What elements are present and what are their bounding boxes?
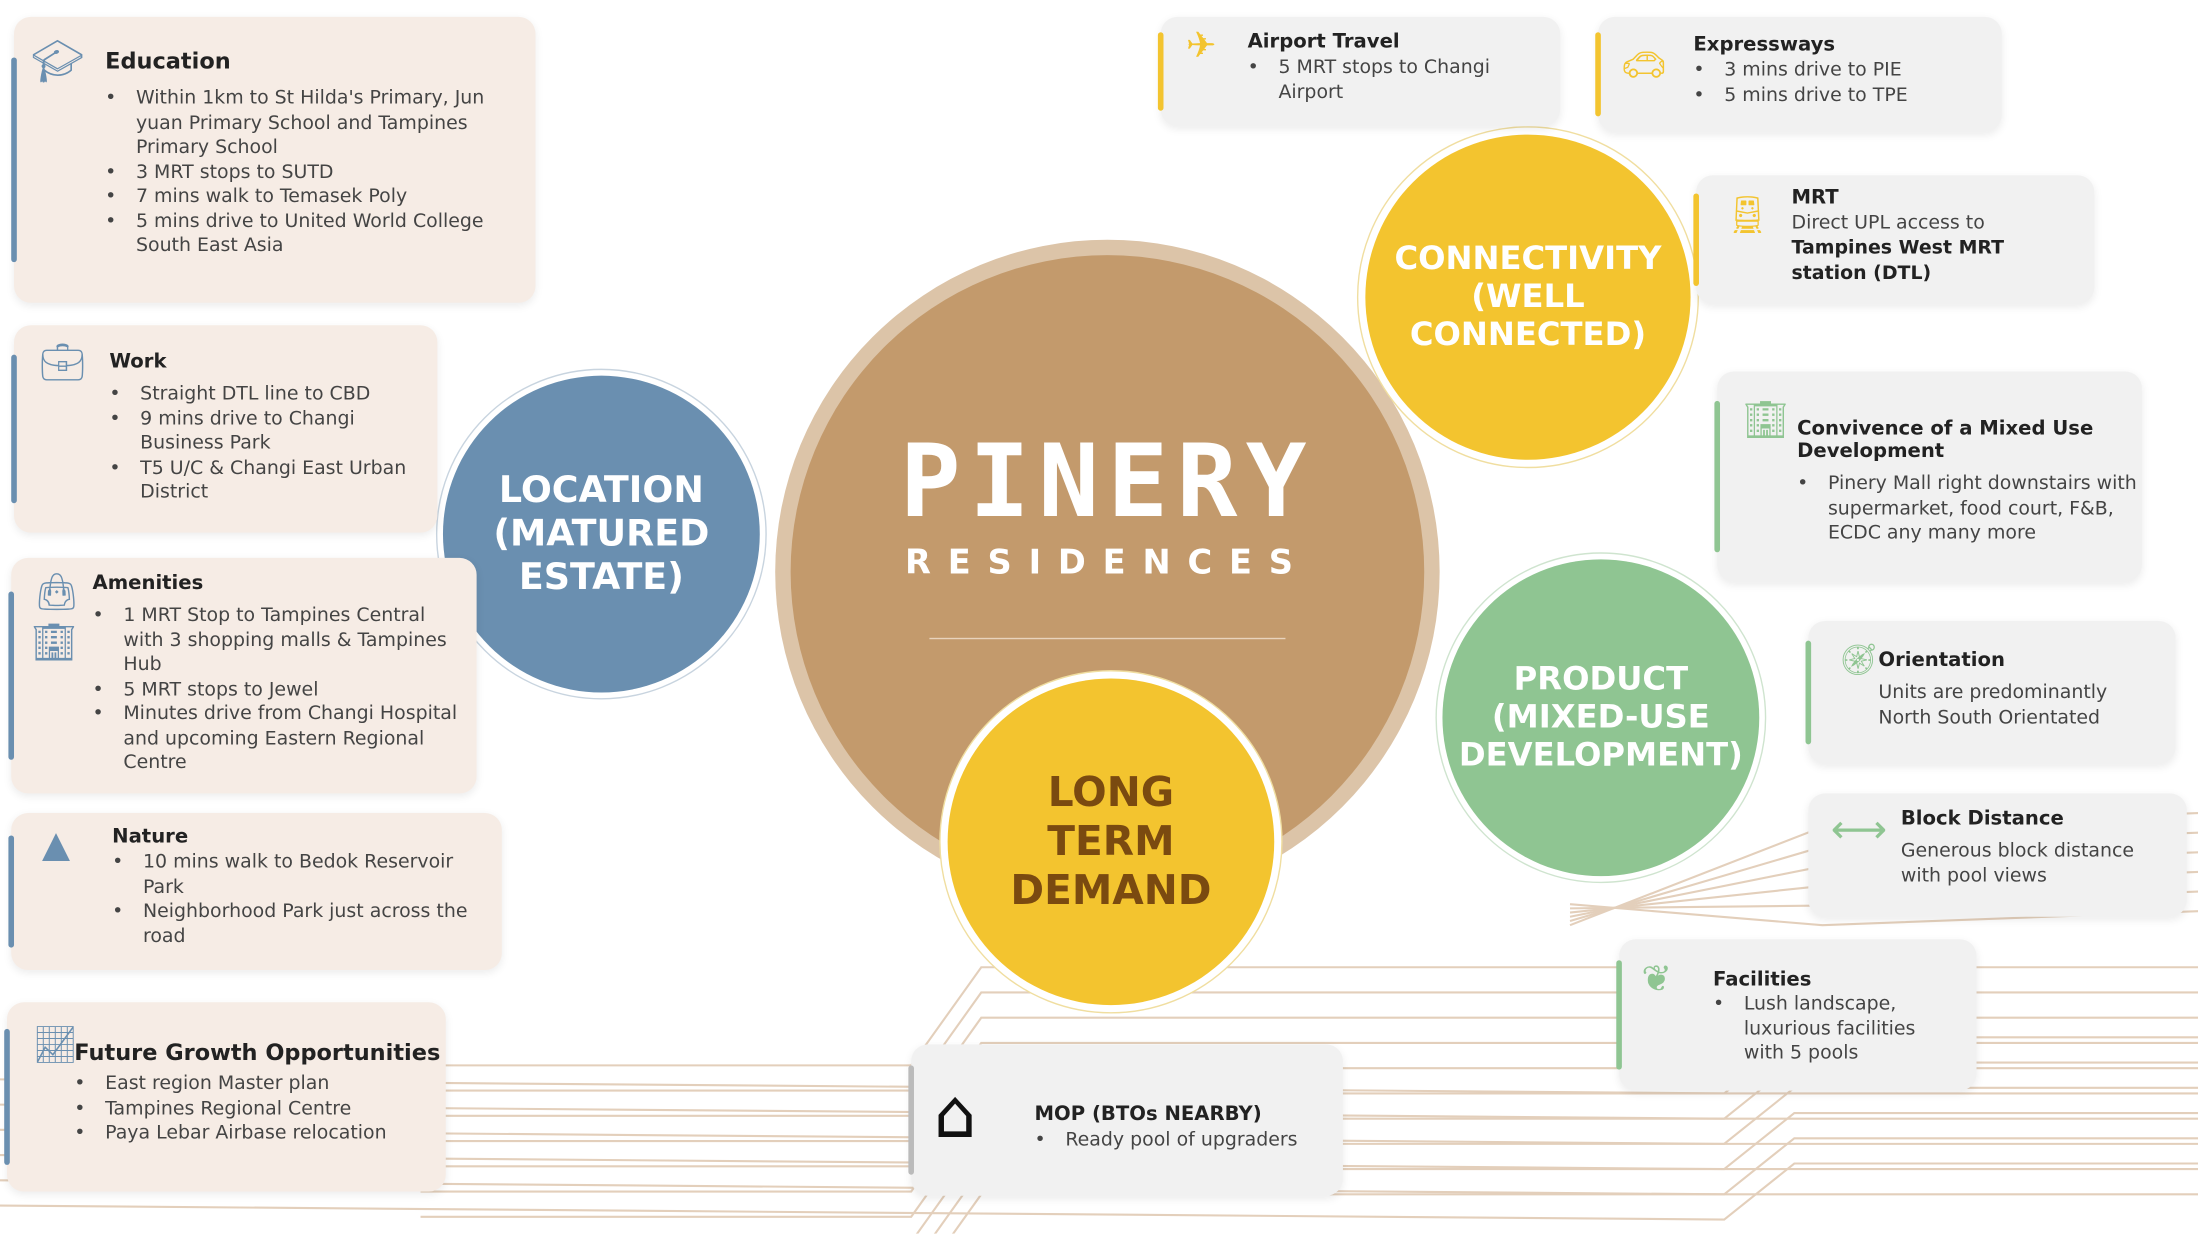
shopping-bag-icon: 👜︎ bbox=[33, 571, 80, 614]
expressways-card: 🚗︎ Expressways 3 mins drive to PIE5 mins… bbox=[1595, 16, 2002, 132]
tree-icon: ▲ bbox=[42, 824, 71, 867]
briefcase-icon: 💼︎ bbox=[39, 342, 86, 385]
lotus-icon: ❦ bbox=[1641, 958, 1673, 1001]
flow-line bbox=[0, 1086, 2198, 1145]
facilities-card: ❦ Facilities Lush landscape, luxurious f… bbox=[1616, 939, 1977, 1091]
nature-card: ▲ Nature 10 mins walk to Bedok Reservoir… bbox=[8, 813, 502, 971]
building-icon: 🏢︎ bbox=[1742, 399, 1789, 442]
mrt-card: 🚆︎ MRT Direct UPL access to Tampines Wes… bbox=[1693, 175, 2095, 305]
divider bbox=[929, 637, 1286, 639]
convenience-card: 🏢︎ Convivence of a Mixed Use Development… bbox=[1714, 371, 2142, 582]
flow-line bbox=[420, 966, 2198, 1067]
compass-icon: 🧭︎ bbox=[1839, 643, 1879, 679]
future-growth-card: 📈︎ Future Growth Opportunities East regi… bbox=[4, 1002, 446, 1192]
chart-line-icon: 📈︎ bbox=[32, 1024, 79, 1067]
pillar-product: PRODUCT (MIXED-USE DEVELOPMENT) bbox=[1435, 552, 1767, 884]
logo-residences: RESIDENCES bbox=[904, 541, 1310, 582]
flow-line bbox=[951, 1193, 2198, 1234]
flow-line bbox=[0, 1162, 2198, 1221]
car-icon: 🚗︎ bbox=[1620, 44, 1667, 87]
block-distance-card: ⟷ Block Distance Generous block distance… bbox=[1808, 793, 2187, 917]
flow-line bbox=[0, 1137, 2198, 1196]
graduation-cap-icon: 🎓︎ bbox=[30, 37, 85, 87]
flow-line bbox=[420, 991, 2198, 1092]
work-card: 💼︎ Work Straight DTL line to CBD9 mins d… bbox=[11, 325, 438, 533]
pillar-location: LOCATION (MATURED ESTATE) bbox=[435, 368, 767, 700]
buildings-icon: 🏢︎ bbox=[30, 622, 78, 665]
amenities-card: 👜︎ 🏢︎ Amenities 1 MRT Stop to Tampines C… bbox=[8, 557, 477, 794]
airplane-icon: ✈ bbox=[1185, 25, 1217, 68]
mop-card: ⌂ MOP (BTOs NEARBY) Ready pool of upgrad… bbox=[908, 1044, 1343, 1196]
airport-card: ✈ Airport Travel 5 MRT stops to Changi A… bbox=[1157, 16, 1561, 127]
education-card: 🎓︎ Education Within 1km to St Hilda's Pr… bbox=[11, 16, 536, 303]
train-icon: 🚆︎ bbox=[1724, 194, 1771, 237]
house-icon: ⌂ bbox=[933, 1075, 977, 1154]
logo-pinery: PINERY bbox=[899, 421, 1315, 539]
arrows-horizontal-icon: ⟷ bbox=[1830, 806, 1888, 853]
pillar-connectivity: CONNECTIVITY (WELL CONNECTED) bbox=[1356, 126, 1699, 469]
pillar-demand: LONG TERM DEMAND bbox=[939, 670, 1283, 1014]
flow-line bbox=[933, 1168, 2198, 1234]
orientation-card: 🧭︎ Orientation Units are predominantly N… bbox=[1805, 620, 2176, 764]
flow-line bbox=[0, 1111, 2198, 1171]
